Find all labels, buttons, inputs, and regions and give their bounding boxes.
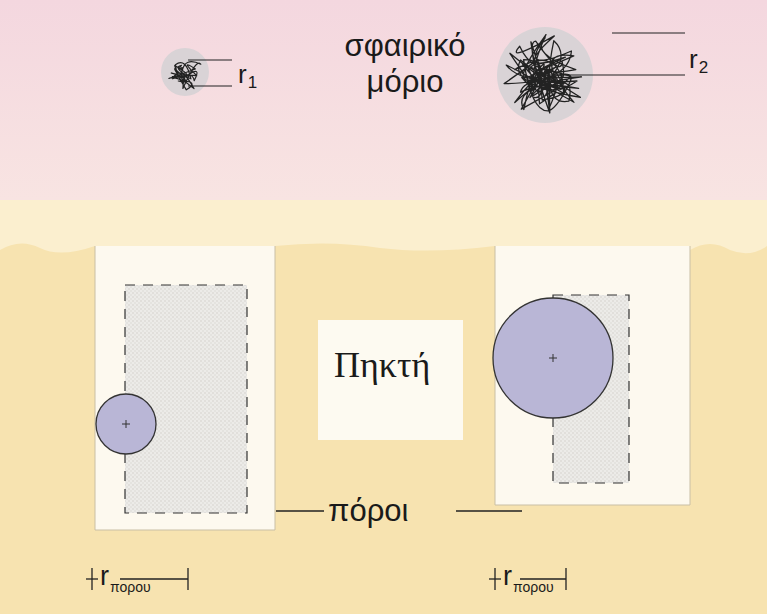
radius-subscript: 2	[699, 59, 708, 78]
sphere	[493, 298, 613, 418]
radius-subscript: 1	[248, 74, 257, 93]
molecule-label: σφαιρικό μόριο	[310, 28, 500, 99]
coil-molecule	[504, 35, 581, 113]
top-band	[0, 0, 767, 200]
radius-label: r	[689, 45, 698, 74]
radius-label: r	[100, 562, 109, 592]
radius-label: r	[238, 60, 247, 89]
leader-line	[456, 510, 522, 511]
radius-subscript: πορου	[110, 580, 151, 595]
radius-label: r	[503, 562, 512, 592]
pore	[95, 246, 275, 530]
leader-line	[276, 510, 324, 511]
molecule-halo	[161, 48, 209, 96]
gel	[0, 243, 767, 614]
pores-label: πόροι	[328, 494, 408, 528]
sphere	[96, 394, 156, 454]
lower-band	[0, 200, 767, 614]
gel-label: Πηκτή	[334, 346, 430, 386]
radius-subscript: πορου	[513, 580, 554, 595]
label-patch	[318, 320, 463, 440]
